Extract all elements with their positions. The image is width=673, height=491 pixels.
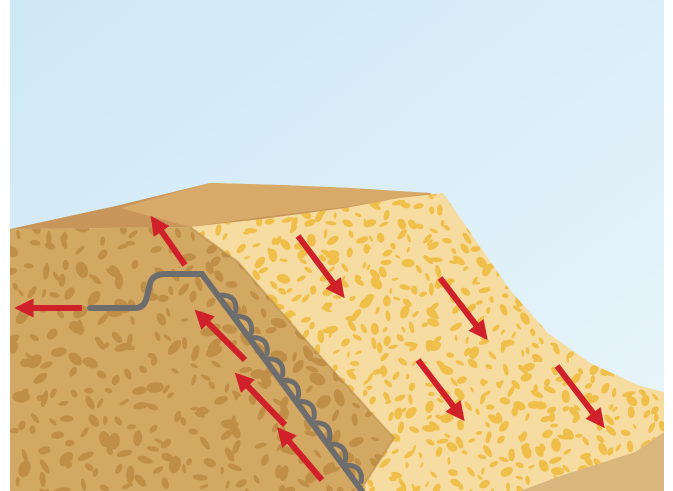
soil-grain (441, 220, 445, 227)
soil-grain (16, 477, 20, 487)
soil-grain (220, 467, 223, 475)
soil-grain (12, 391, 30, 402)
soil-grain (402, 259, 415, 267)
soil-grain (437, 204, 443, 216)
